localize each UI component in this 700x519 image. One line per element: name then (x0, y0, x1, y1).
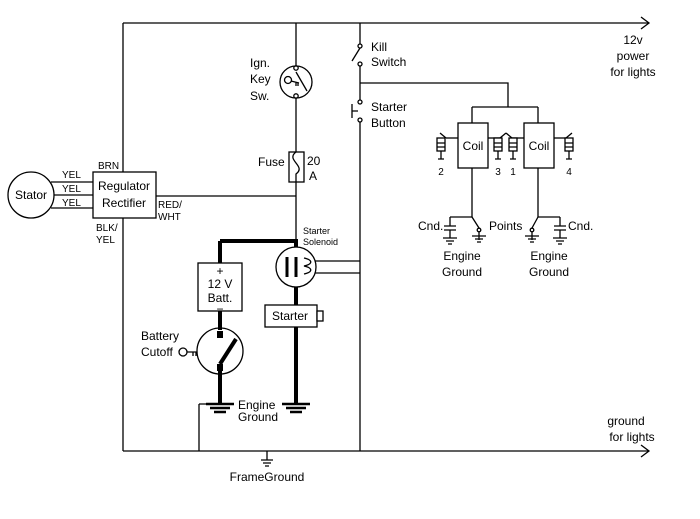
ignition-coil-left: Coil (446, 122, 500, 217)
fuse-label: Fuse (258, 155, 285, 169)
condenser-right: Cnd. (553, 217, 593, 245)
cutoff-label-1: Battery (141, 329, 179, 343)
engine-ground-left-label-2: Ground (442, 265, 482, 279)
ign-label-2: Key (250, 72, 271, 86)
points-left (450, 216, 486, 243)
battery-cutoff: Battery Cutoff (141, 327, 244, 404)
wire-label-yel-2: YEL (62, 184, 81, 195)
starter-ground-icon (282, 402, 310, 414)
fuse-rating: 20 (307, 154, 321, 168)
plug-label-1: 1 (510, 167, 516, 178)
ignition-key-switch: Ign. Key Sw. (250, 56, 313, 103)
stator: Stator (7, 171, 55, 219)
starter-button: Starter Button (351, 99, 407, 130)
kill-label-2: Switch (371, 55, 406, 69)
points-right (525, 216, 560, 243)
power-label-3: for lights (610, 65, 655, 79)
starter-button-label-2: Button (371, 116, 406, 130)
wire-label-yel-ground: YEL (96, 235, 115, 246)
regulator-rectifier: Regulator Rectifier BRN BLK/ YEL RED/ WH… (92, 161, 182, 246)
spark-plug-1: 1 (505, 132, 518, 178)
wire-label-red: RED/ (158, 200, 182, 211)
fuse: Fuse 20 A (258, 151, 321, 183)
power-label: 12v power for lights (610, 33, 655, 79)
power-arrow (640, 16, 651, 30)
ground-for-lights: ground for lights (607, 414, 654, 444)
ign-label-3: Sw. (250, 89, 269, 103)
solenoid-label-2: Solenoid (303, 237, 338, 247)
wire-label-wht: WHT (158, 212, 181, 223)
spark-plug-2: 2 (436, 132, 447, 178)
spark-plug-3: 3 (493, 132, 507, 178)
frame-ground: FrameGround (230, 459, 305, 484)
starter-motor: Starter (264, 304, 324, 414)
frame-ground-label: FrameGround (230, 470, 305, 484)
ground-lights-label-2: for lights (609, 430, 654, 444)
stator-wires: YEL YEL YEL (51, 170, 93, 209)
regulator-label: Regulator (98, 179, 150, 193)
kill-switch: Kill Switch (351, 40, 406, 69)
ignition-coil-right: Coil (512, 122, 566, 217)
rectifier-label: Rectifier (102, 196, 146, 210)
points-label: Points (489, 219, 522, 233)
ground-icon (206, 402, 234, 414)
plug-label-4: 4 (566, 167, 572, 178)
engine-ground-label-1: Engine (238, 398, 276, 412)
engine-ground-right-label-2: Ground (529, 265, 569, 279)
key-icon (283, 75, 293, 85)
fuse-icon (292, 151, 300, 182)
condenser-left: Cnd. (418, 217, 457, 245)
engine-ground-battery: Engine Ground (199, 398, 278, 424)
engine-ground-left-label-1: Engine (443, 249, 481, 263)
engine-ground-right-label-1: Engine (530, 249, 568, 263)
cutoff-key-icon (178, 347, 188, 357)
power-label-1: 12v (623, 33, 642, 47)
solenoid-coil-icon (303, 257, 312, 275)
cutoff-label-2: Cutoff (141, 345, 173, 359)
wire-label-yel-3: YEL (62, 198, 81, 209)
spark-plug-4: 4 (564, 132, 574, 178)
fuse-rating-unit: A (309, 169, 317, 183)
starter-label: Starter (272, 309, 308, 323)
battery-minus: − (216, 302, 223, 316)
plug-label-3: 3 (495, 167, 501, 178)
wire-label-blk: BLK/ (96, 223, 118, 234)
battery-label: Batt. (208, 291, 233, 305)
kill-label-1: Kill (371, 40, 387, 54)
power-label-2: power (617, 49, 650, 63)
wire-label-brn: BRN (98, 161, 119, 172)
frame-ground-icon (261, 459, 273, 467)
battery: + 12 V Batt. − (197, 262, 243, 330)
ground-arrow (640, 444, 651, 458)
condenser-left-label: Cnd. (418, 219, 443, 233)
solenoid-label-1: Starter (303, 226, 330, 236)
wire-label-yel-1: YEL (62, 170, 81, 181)
stator-label: Stator (15, 188, 47, 202)
battery-voltage: 12 V (208, 277, 233, 291)
coil-left-label: Coil (463, 139, 484, 153)
battery-plus: + (216, 264, 223, 278)
main-wires (122, 16, 651, 460)
starter-solenoid: Starter Solenoid (218, 226, 338, 305)
starter-button-label-1: Starter (371, 100, 407, 114)
ground-lights-label-1: ground (607, 414, 644, 428)
coil-right-label: Coil (529, 139, 550, 153)
condenser-right-label: Cnd. (568, 219, 593, 233)
engine-ground-label-2: Ground (238, 410, 278, 424)
ign-label-1: Ign. (250, 56, 270, 70)
plug-label-2: 2 (438, 167, 444, 178)
